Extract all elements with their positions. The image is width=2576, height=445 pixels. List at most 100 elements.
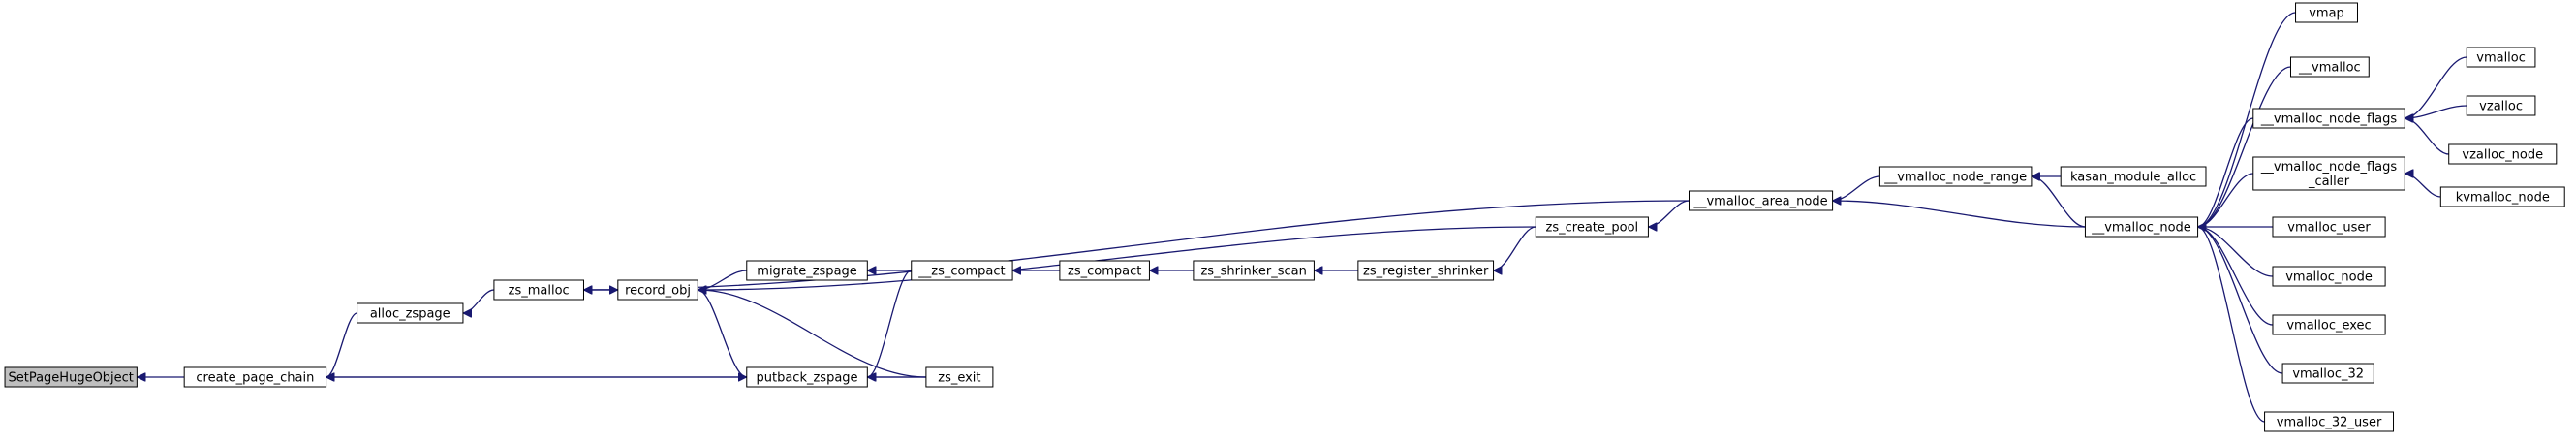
node-label: vmalloc_node [2285,270,2373,285]
edge-vmalloc-to-vmalloc-node [2197,66,2291,227]
node-box [746,366,868,388]
node-box [2289,56,2370,78]
node-label: vmalloc_user [2287,221,2371,236]
node-vmalloc[interactable]: __vmalloc [2289,56,2370,78]
node-label: __vmalloc [2298,61,2361,76]
node-label: vmalloc_exec [2286,319,2371,334]
edge-vmalloc-area-node-to-zs-create-pool [1648,200,1690,227]
node-label: kvmalloc_node [2456,191,2550,206]
edge-vzalloc-to-vmalloc-node-flags [2405,105,2467,118]
node-vzalloc[interactable]: vzalloc [2466,95,2536,116]
node-label: zs_register_shrinker [1363,265,1489,279]
node-vmalloc-node-flags-caller[interactable]: __vmalloc_node_flags_caller [2252,156,2405,191]
node-label: vmalloc_32 [2292,367,2364,382]
node-box [2466,47,2536,68]
edge-vmalloc-32-to-vmalloc-node [2197,227,2283,374]
edge-vmalloc-node-to-vmalloc-node-range [2031,176,2086,228]
node-migrate-zspage[interactable]: migrate_zspage [746,260,868,281]
node-box [925,366,994,388]
edge-vmalloc-area-node-to-zs-malloc [583,200,1690,290]
node-box [2295,2,2358,23]
node-vmalloc[interactable]: vmalloc [2466,47,2536,68]
node-vmalloc-user[interactable]: vmalloc_user [2272,216,2386,238]
node-box [2448,143,2558,165]
edge-kvmalloc-node-to-vmalloc-node-flags-caller [2405,174,2441,198]
node-vmalloc-area-node[interactable]: __vmalloc_area_node [1688,190,1834,211]
node-label: zs_shrinker_scan [1200,265,1306,279]
node-box [1357,260,1495,281]
node-vzalloc-node[interactable]: vzalloc_node [2448,143,2558,165]
node-vmalloc-exec[interactable]: vmalloc_exec [2272,314,2386,335]
node-vmalloc-node-range[interactable]: __vmalloc_node_range [1878,166,2033,187]
edge-vzalloc-node-to-vmalloc-node-flags [2405,118,2449,155]
node-box [2060,166,2207,187]
node-label: __zs_compact [917,265,1005,279]
node-box [2252,108,2405,129]
edge-vmalloc-to-vmalloc-node-flags [2405,56,2467,118]
node-alloc-zspage[interactable]: alloc_zspage [357,302,464,324]
node-box [2272,314,2386,335]
edge-vmalloc-node-range-to-vmalloc-area-node [1832,175,1880,201]
node-zs-compact[interactable]: __zs_compact [911,260,1013,281]
node-label: create_page_chain [196,371,314,386]
node-zs-malloc[interactable]: zs_malloc [493,279,584,301]
edge-record-obj-to-putback-zspage [698,289,747,377]
node-label: migrate_zspage [757,265,857,279]
node-label: zs_compact [1068,265,1141,279]
node-box [911,260,1013,281]
node-zs-exit[interactable]: zs_exit [925,366,994,388]
node-box [4,366,138,388]
edge-zs-create-pool-to-zs-register-shrinker [1493,226,1536,270]
node-create-page-chain[interactable]: create_page_chain [183,366,327,388]
node-zs-shrinker-scan[interactable]: zs_shrinker_scan [1193,260,1315,281]
node-box [2264,411,2395,432]
node-box [1535,216,1649,238]
edge-alloc-zspage-to-create-page-chain [326,312,357,377]
edge-vmalloc-node-to-vmalloc-area-node [1833,201,2086,228]
node-vmalloc-32[interactable]: vmalloc_32 [2281,363,2374,384]
node-zs-create-pool[interactable]: zs_create_pool [1535,216,1649,238]
node-label: putback_zspage [757,371,858,386]
node-label: vmalloc [2476,51,2526,66]
node-box [2466,95,2536,116]
node-record-obj[interactable]: record_obj [617,279,698,301]
node-label: __vmalloc_node_flags [2260,160,2397,175]
node-label: record_obj [625,284,691,299]
node-vmap[interactable]: vmap [2295,2,2358,23]
node-box [1878,166,2033,187]
node-zs-register-shrinker[interactable]: zs_register_shrinker [1357,260,1495,281]
node-label: __vmalloc_node_range [1883,171,2027,185]
node-box [1688,190,1834,211]
node-putback-zspage[interactable]: putback_zspage [746,366,868,388]
node-label: __vmalloc_node [2091,221,2191,236]
node-box [493,279,584,301]
node-box [357,302,464,324]
edge-vmalloc-32-user-to-vmalloc-node [2197,227,2265,423]
edge-zs-create-pool-to-record-obj [698,226,1536,290]
node-label: _caller [2308,175,2350,189]
node-label: zs_malloc [509,284,570,299]
node-label: kasan_module_alloc [2070,171,2196,185]
node-kasan-module-alloc[interactable]: kasan_module_alloc [2060,166,2207,187]
node-label: vzalloc [2479,100,2523,114]
node-box [1059,260,1150,281]
node-label: __vmalloc_node_flags [2260,112,2397,127]
node-label: vmalloc_32_user [2277,416,2382,430]
edge-zs-compact-to-putback-zspage [867,270,913,377]
node-vmalloc-node[interactable]: __vmalloc_node [2084,216,2199,238]
node-kvmalloc-node[interactable]: kvmalloc_node [2439,186,2565,207]
node-label: vzalloc_node [2462,148,2543,163]
node-box [2272,266,2386,287]
node-box [2272,216,2386,238]
node-zs-compact[interactable]: zs_compact [1059,260,1150,281]
node-box [2281,363,2374,384]
node-vmalloc-32-user[interactable]: vmalloc_32_user [2264,411,2395,432]
node-label: vmap [2309,7,2344,21]
node-vmalloc-node-flags[interactable]: __vmalloc_node_flags [2252,108,2405,129]
node-vmalloc-node[interactable]: vmalloc_node [2272,266,2386,287]
node-box [183,366,327,388]
node-box [2439,186,2565,207]
node-box [2084,216,2199,238]
node-box [2252,156,2405,191]
node-setpagehugeobject[interactable]: SetPageHugeObject [4,366,138,388]
